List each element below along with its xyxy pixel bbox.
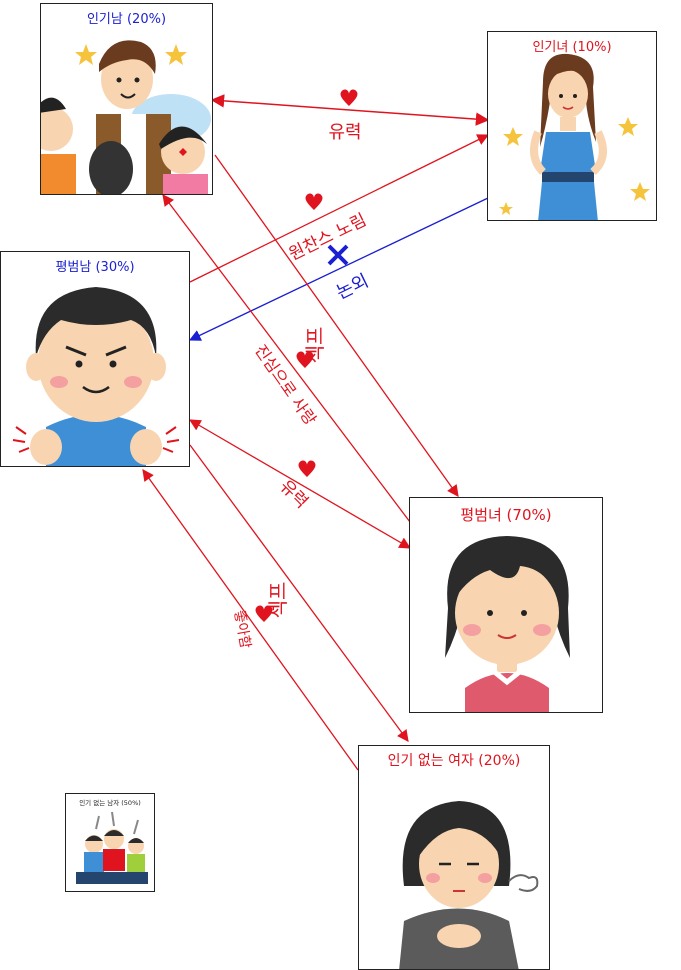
arrow-average-man-popular-woman: [189, 134, 490, 283]
label-popular-man: 인기남 (20%): [86, 12, 167, 27]
heart-icon: [255, 605, 273, 622]
card-average-man: 평범남 (30%): [0, 251, 190, 467]
label-popular-woman: 인기녀 (10%): [532, 40, 612, 55]
label-uw-am: 좋아함: [231, 609, 253, 650]
arrow-popular-man-average-woman: [214, 154, 459, 497]
arrow-popular-woman-average-man: [188, 197, 489, 341]
heart-icon: [340, 89, 358, 106]
average-woman-illustration: [445, 536, 570, 712]
label-unpopular-woman: 인기 없는 여자 (20%): [387, 753, 521, 769]
label-average-man: 평범남 (30%): [55, 260, 135, 275]
unpopular-woman-illustration: [399, 801, 539, 969]
unpopular-man-illustration: [76, 811, 148, 884]
arrow-popular-man-popular-woman: [210, 94, 490, 126]
cross-icon: [327, 244, 349, 266]
card-average-woman: 평범녀 (70%): [409, 497, 603, 713]
card-unpopular-man: 인기 없는 남자 (50%): [65, 793, 155, 892]
label-am-aw: 유력: [275, 476, 311, 512]
label-unpopular-man: 인기 없는 남자 (50%): [79, 799, 141, 807]
card-popular-man: 인기남 (20%): [40, 3, 213, 195]
arrow-average-man-average-woman: [188, 419, 412, 549]
label-pw-am: 논외: [333, 270, 372, 303]
arrow-average-man-unpopular-woman: [189, 444, 409, 742]
average-man-illustration: [12, 287, 180, 466]
popular-man-illustration: [41, 40, 211, 194]
heart-icon: [298, 460, 316, 477]
arrow-average-woman-popular-man: [162, 194, 411, 523]
card-popular-woman: 인기녀 (10%): [487, 31, 657, 221]
arrow-unpopular-woman-average-man: [142, 469, 359, 771]
popular-woman-illustration: [499, 53, 650, 220]
label-am-pw: 원찬스 노림: [286, 210, 370, 265]
label-average-woman: 평범녀 (70%): [460, 506, 552, 524]
label-pm-pw: 유력: [328, 122, 361, 143]
heart-icon: [305, 193, 323, 210]
card-unpopular-woman: 인기 없는 여자 (20%): [358, 745, 550, 970]
